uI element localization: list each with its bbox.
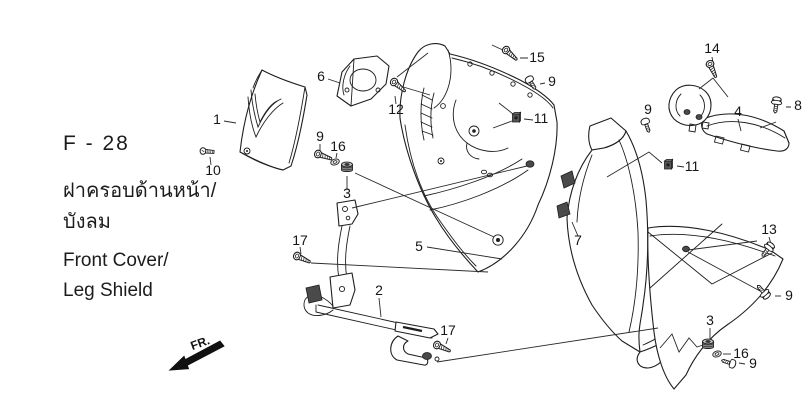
callout-3-left: 3 [343,185,351,201]
part-5-front-cover [399,43,558,273]
callout-12: 12 [388,101,404,117]
callout-3-right: 3 [706,312,714,328]
callout-11-center: 11 [534,110,549,126]
title-english-line1: Front Cover/ [63,250,169,271]
grommet-3-right-icon [702,338,714,349]
callout-1: 1 [213,111,221,127]
part-6-meter-inner-cover [336,55,390,107]
callout-15: 15 [529,49,545,65]
screw-17-left-icon [291,250,313,267]
screw-17-bottom-icon [431,339,453,356]
washer-16-right-icon [711,349,723,359]
part-1-front-upper-cover [239,69,308,171]
fr-arrow-icon [168,340,225,371]
title-thai-line1: ฝาครอบด้านหน้า/ [63,180,217,202]
callout-labels: 1 10 6 12 15 9 11 14 9 4 8 11 9 16 3 5 1… [205,40,802,371]
clip-nut-11-right-icon [664,158,674,170]
callout-14: 14 [704,40,720,56]
callout-10: 10 [205,162,221,178]
page-code: F - 28 [63,132,130,155]
callout-7: 7 [574,232,582,248]
callout-8: 8 [794,97,802,113]
callout-9-lower-right: 9 [785,287,793,303]
screw-15-icon [500,44,521,64]
callout-16-left: 16 [330,138,346,154]
screw-14-icon [704,58,721,80]
screw-10-icon [199,146,215,156]
callout-16-right: 16 [733,345,749,361]
part-4-front-garnish [668,84,790,153]
callout-11-right: 11 [685,158,700,174]
title-block: F - 28 ฝาครอบด้านหน้า/ บังลม Front Cover… [63,132,217,301]
grommet-3-left-icon [341,161,353,172]
callout-5: 5 [415,238,423,254]
bolt-8-icon [769,95,783,115]
callout-2: 2 [375,282,383,298]
clip-nut-11-center-icon [512,111,522,123]
callout-9-right: 9 [644,101,652,117]
callout-9-top: 9 [548,73,556,89]
callout-13: 13 [761,221,777,237]
fr-direction-label: FR. [189,333,212,353]
callout-17-bottom: 17 [440,322,456,338]
title-thai-line2: บังลม [63,211,111,233]
part-7-leg-shield-lower-panel [647,223,784,390]
fr-direction-indicator: FR. [168,333,225,371]
callout-9-left: 9 [316,128,324,144]
callout-4: 4 [734,103,742,119]
part-2-front-cover-stay [303,199,440,366]
callout-6: 6 [317,68,325,84]
title-english-line2: Leg Shield [63,280,153,301]
screw-9-right-icon [639,116,654,135]
leader-lines [209,44,791,365]
callout-9-bottom: 9 [749,355,757,371]
callout-17-left: 17 [292,232,308,248]
